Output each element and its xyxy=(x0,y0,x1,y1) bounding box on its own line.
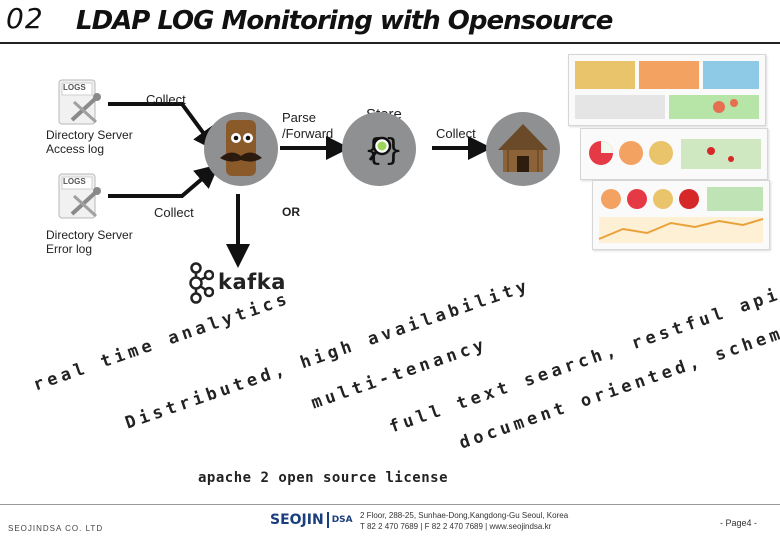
slide-number: 02 xyxy=(6,2,44,35)
company-name: SEOJINDSA CO. LTD xyxy=(8,524,104,533)
kafka-icon xyxy=(189,262,215,304)
error-log-icon: LOGS xyxy=(56,172,106,227)
collect-label-3: Collect xyxy=(436,126,476,141)
dashboard-screenshot-1 xyxy=(568,54,766,126)
company-logo: SEOJIN DSA xyxy=(270,512,353,528)
arrow-error-to-logstash xyxy=(108,164,220,198)
logstash-icon xyxy=(220,120,262,176)
elasticsearch-node: { } xyxy=(342,112,416,186)
search-icon: { } xyxy=(364,133,403,168)
kibana-node xyxy=(486,112,560,186)
kafka-label: kafka xyxy=(218,270,286,294)
company-address: 2 Floor, 288-25, Sunhae-Dong,Kangdong-Gu… xyxy=(360,511,569,531)
logstash-node xyxy=(204,112,278,186)
collect-label-1: Collect xyxy=(146,92,186,107)
logo-main: SEOJIN xyxy=(270,512,324,528)
header-divider xyxy=(0,42,780,44)
kafka-logo: kafka xyxy=(184,262,285,309)
logo-divider xyxy=(326,512,329,528)
collect-label-2: Collect xyxy=(154,205,194,220)
access-log-icon: LOGS xyxy=(56,78,106,133)
page-number: - Page4 - xyxy=(720,518,758,528)
hut-icon xyxy=(498,124,548,172)
or-label: OR xyxy=(282,205,300,219)
access-log-label: Directory Server Access log xyxy=(46,128,133,156)
parse-forward-label: Parse /Forward xyxy=(282,110,334,141)
arrow-access-to-logstash xyxy=(108,102,218,152)
license-text: apache 2 open source license xyxy=(198,470,449,486)
slide-title: LDAP LOG Monitoring with Opensource xyxy=(76,6,613,36)
access-log-icon-text: LOGS xyxy=(63,83,86,92)
dashboard-screenshot-3 xyxy=(592,180,770,250)
dashboard-screenshot-2 xyxy=(580,128,768,180)
error-log-label: Directory Server Error log xyxy=(46,228,133,256)
footer-divider xyxy=(0,504,780,505)
error-log-icon-text: LOGS xyxy=(63,177,86,186)
logo-sub: DSA xyxy=(331,515,353,525)
